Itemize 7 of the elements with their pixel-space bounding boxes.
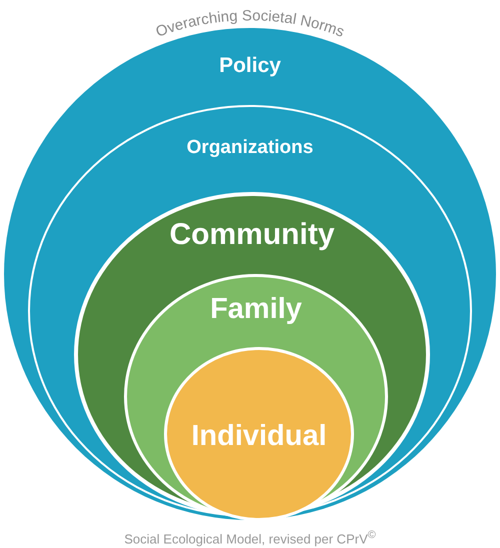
arc-text: Overarching Societal Norms [154,7,347,41]
ring-label: Community [168,218,336,252]
ring-label: Policy [218,54,282,78]
ring-label: Organizations [186,137,314,159]
caption: Social Ecological Model, revised per CPrV$^{©}$ [123,529,377,546]
ring-label: Individual [190,420,328,453]
ring-label: Family [209,293,303,326]
